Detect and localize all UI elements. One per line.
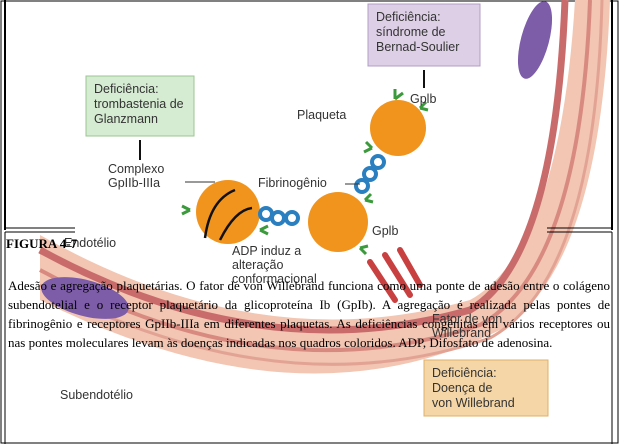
platelet-top [370, 100, 426, 156]
box-vwd-line-3: von Willebrand [432, 396, 540, 411]
box-glanzmann: Deficiência: trombastenia de Glanzmann [86, 78, 194, 131]
label-adp-line-1: ADP induz a [232, 244, 317, 258]
box-bernard-line-1: Deficiência: [376, 10, 472, 25]
box-vwd: Deficiência: Doença de von Willebrand [424, 362, 548, 415]
label-gplb-top: Gplb [410, 92, 436, 106]
box-glanzmann-line-1: Deficiência: [94, 82, 186, 97]
figure-caption: Adesão e agregação plaquetárias. O fator… [8, 276, 610, 352]
box-bernard-line-2: síndrome de [376, 25, 472, 40]
box-vwd-line-2: Doença de [432, 381, 540, 396]
label-complexo-line-2: GpIIb-IIIa [108, 176, 164, 190]
box-bernard-line-3: Bernad-Soulier [376, 40, 472, 55]
label-plaqueta: Plaqueta [297, 108, 346, 122]
label-gplb-mid: Gplb [372, 224, 398, 238]
endothelial-nucleus-right [511, 0, 559, 82]
label-fibrinogenio: Fibrinogênio [258, 176, 327, 190]
label-complexo-line-1: Complexo [108, 162, 164, 176]
box-glanzmann-line-2: trombastenia de [94, 97, 186, 112]
label-adp-line-2: alteração [232, 258, 317, 272]
box-vwd-line-1: Deficiência: [432, 366, 540, 381]
box-bernard: Deficiência: síndrome de Bernad-Soulier [368, 6, 480, 59]
platelet-middle [308, 192, 368, 252]
box-glanzmann-line-3: Glanzmann [94, 112, 186, 127]
figure-title: FIGURA 4-7 [6, 236, 77, 252]
label-complexo: Complexo GpIIb-IIIa [108, 162, 164, 190]
label-subendotelio: Subendotélio [60, 388, 133, 402]
